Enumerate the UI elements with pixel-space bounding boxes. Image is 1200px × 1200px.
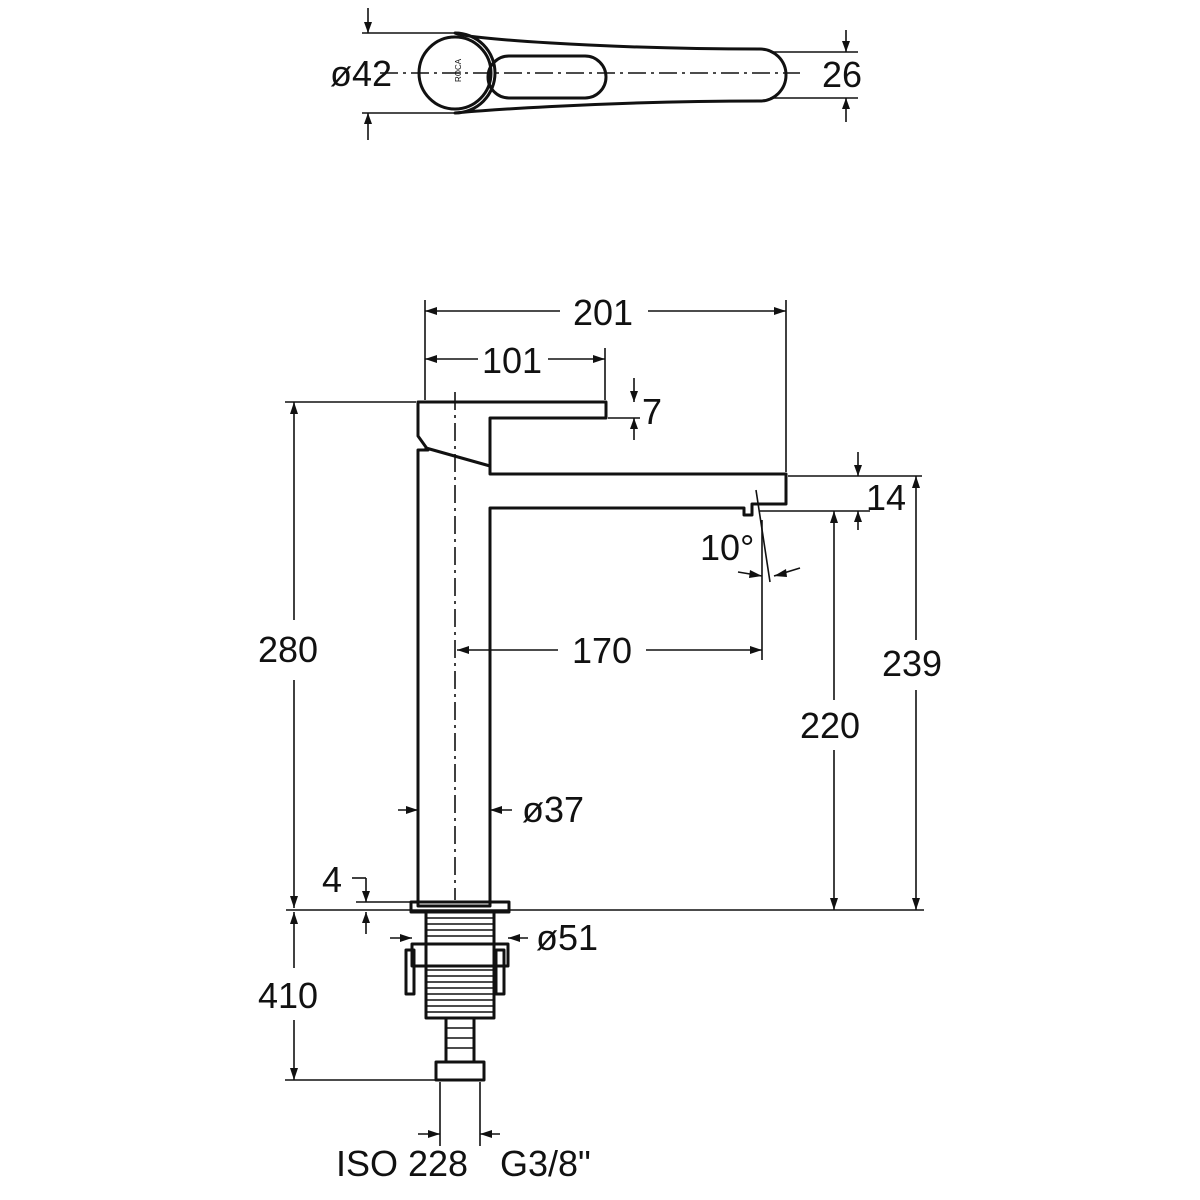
- side-view: 201 101 7 14 10° 170: [258, 292, 942, 1184]
- dim-ø37-arrow-right: [490, 806, 502, 814]
- dim-ø51-arrow-left: [400, 934, 412, 942]
- dim-ø51-arrow-right: [508, 934, 520, 942]
- dim-410-arrow-bottom: [290, 1068, 298, 1080]
- dim-220-arrow-bottom: [830, 898, 838, 910]
- shank-thread-lines: [426, 917, 494, 1013]
- supply-stem: [444, 1016, 476, 1064]
- dim-label-handle-width: 26: [822, 54, 862, 95]
- dim-26-arrow-bottom: [842, 98, 850, 109]
- dim-239-arrow-top: [912, 476, 920, 488]
- dim-ø37-arrow-left: [406, 806, 418, 814]
- aerator-axis: [755, 489, 771, 583]
- dim-239-arrow-bottom: [912, 898, 920, 910]
- dim-101-arrow-right: [593, 355, 605, 363]
- top-view: ROCA ø42 26: [330, 8, 862, 140]
- dim-angle-arrow-left: [749, 570, 762, 578]
- lever-joint-line: [424, 446, 492, 468]
- dim-170-arrow-left: [457, 646, 469, 654]
- mounting-nut-right-tab: [494, 948, 506, 996]
- dim-14-arrow-bottom: [854, 511, 862, 522]
- supply-nut: [434, 1060, 486, 1082]
- dim-26-arrow-top: [842, 41, 850, 52]
- dim-201-arrow-right: [774, 307, 786, 315]
- dim-thread-arrow-right: [480, 1130, 492, 1138]
- dim-label-spout-top-height: 239: [882, 643, 942, 684]
- dim-label-overall-length: 201: [573, 292, 633, 333]
- dim-101-arrow-left: [425, 355, 437, 363]
- dim-label-spout-reach: 170: [572, 630, 632, 671]
- connection-standard-label: ISO 228: [336, 1143, 468, 1184]
- stem-thread-lines: [446, 1027, 474, 1049]
- dim-label-spout-angle: 10°: [700, 527, 754, 568]
- dim-280-arrow-top: [290, 402, 298, 414]
- connection-thread-label: G3/8": [500, 1143, 591, 1184]
- top-view-outline: [453, 31, 788, 115]
- dim-angle-arrow-right: [774, 569, 787, 577]
- dim-220-arrow-top: [830, 511, 838, 523]
- dim-ø42-arrow-bottom: [364, 113, 372, 124]
- top-view-lever-slot: [486, 54, 608, 100]
- dim-170-arrow-right: [750, 646, 762, 654]
- dim-label-lever-thickness: 7: [642, 391, 662, 432]
- mounting-nut-left-tab: [404, 948, 416, 996]
- mounting-nut: [410, 942, 510, 968]
- dim-thread-arrow-left: [428, 1130, 440, 1138]
- dim-410-arrow-top: [290, 912, 298, 924]
- dim-label-body-height: 280: [258, 629, 318, 670]
- dim-label-handle-diameter: ø42: [330, 53, 392, 94]
- dim-label-base-diameter: ø51: [536, 917, 598, 958]
- dim-label-shank-length: 410: [258, 975, 318, 1016]
- brand-mark: ROCA: [454, 58, 463, 82]
- dim-14-arrow-top: [854, 465, 862, 476]
- dim-label-lever-length: 101: [482, 340, 542, 381]
- dim-label-outlet-height: 220: [800, 705, 860, 746]
- dim-201-arrow-left: [425, 307, 437, 315]
- dim-label-base-plate-thickness: 4: [322, 859, 342, 900]
- dim-7-arrow-bottom: [630, 418, 638, 429]
- dim-7-arrow-top: [630, 391, 638, 402]
- dim-label-spout-thickness: 14: [866, 477, 906, 518]
- dim-label-body-diameter: ø37: [522, 789, 584, 830]
- dim-4-arrow-top: [362, 891, 370, 902]
- dim-280-arrow-bottom: [290, 896, 298, 908]
- faucet-body-outline: [416, 400, 788, 908]
- dim-ø42-arrow-top: [364, 22, 372, 33]
- dim-4-arrow-bottom: [362, 912, 370, 923]
